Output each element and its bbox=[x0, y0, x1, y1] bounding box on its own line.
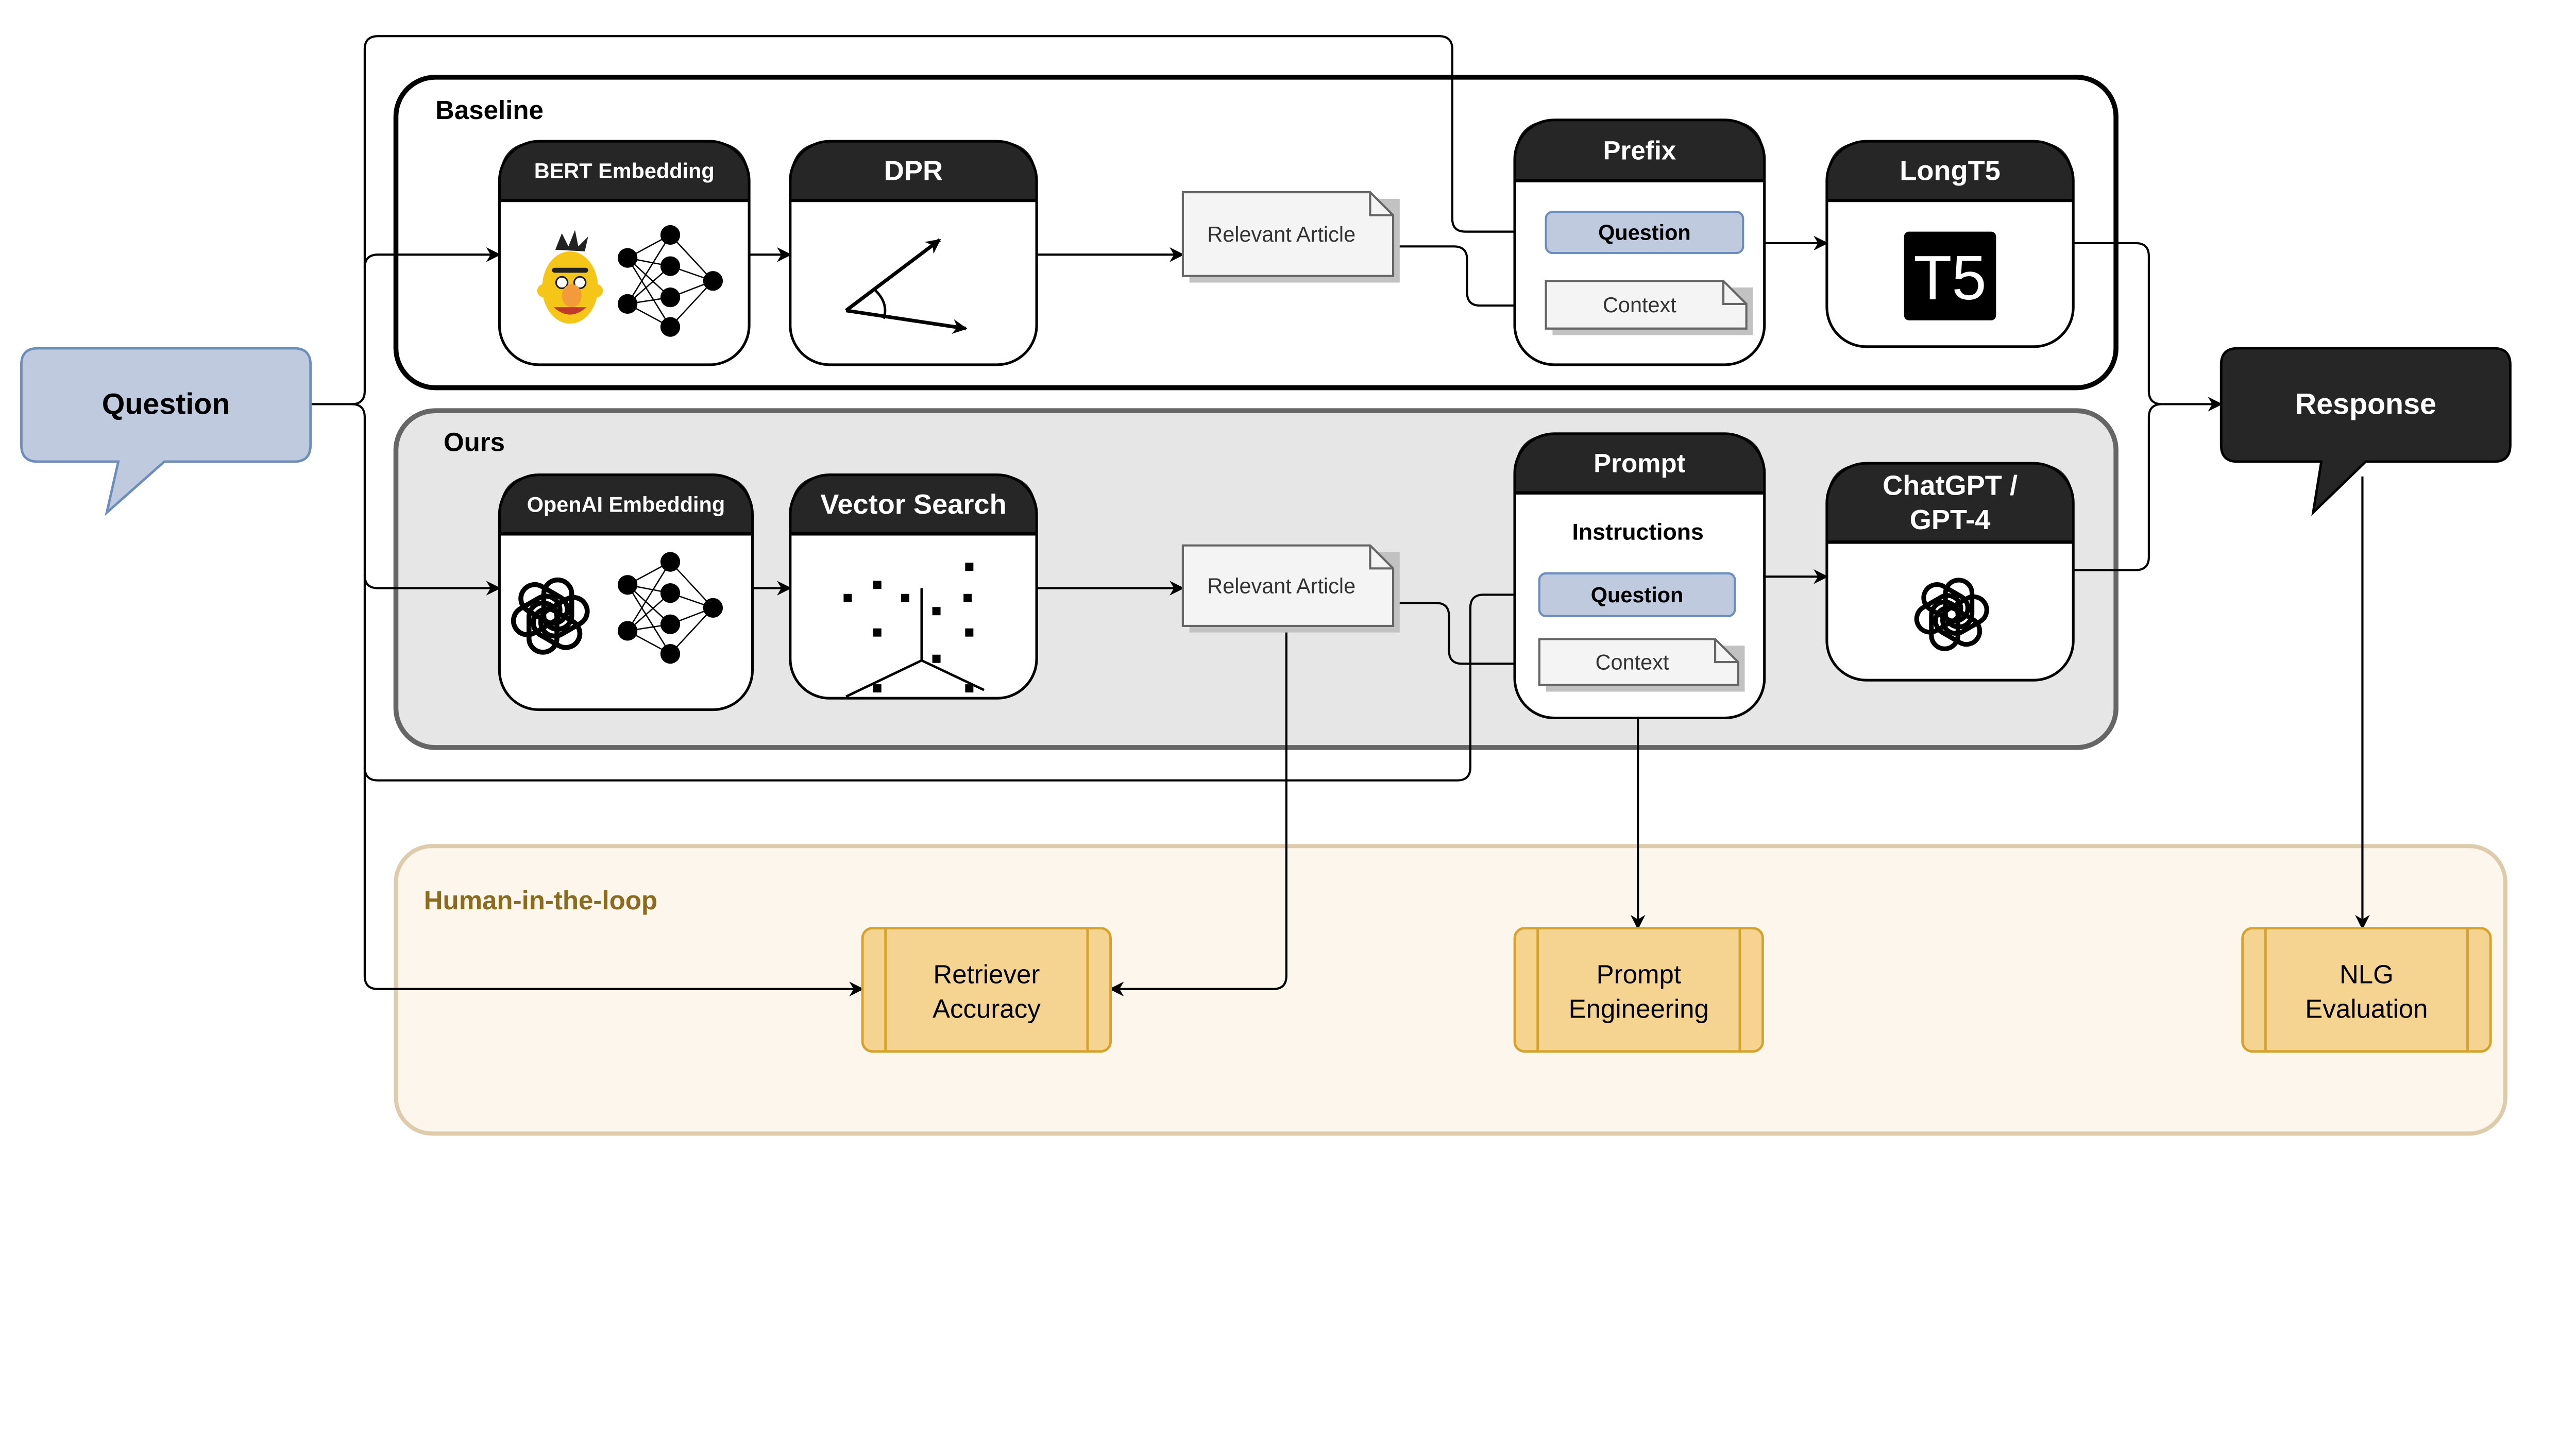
prefix-question-chip: Question bbox=[1545, 211, 1744, 255]
vector-search-box: Vector Search bbox=[789, 473, 1038, 700]
retriever-accuracy-box-label-line1: Retriever bbox=[933, 959, 1040, 989]
vector-search-header bbox=[790, 475, 1037, 534]
neural-network-icon bbox=[617, 552, 723, 664]
prefix-question-chip-label: Question bbox=[1598, 221, 1691, 245]
edge-chatgpt-to-response bbox=[2073, 403, 2162, 571]
question-bubble-label: Question bbox=[102, 387, 230, 420]
connectors bbox=[310, 35, 2370, 996]
vector-space-icon bbox=[843, 563, 985, 698]
prompt-context-doc-label: Context bbox=[1596, 650, 1669, 674]
longt5-title: LongT5 bbox=[1900, 156, 2001, 187]
edge-article-to-prefix-context bbox=[1393, 245, 1548, 313]
edge-question-to-retriever-accuracy bbox=[363, 767, 864, 996]
instructions-label: Instructions bbox=[1572, 520, 1704, 545]
edge-article-to-prompt-context bbox=[1393, 602, 1541, 671]
nlg-evaluation-box: NLG Evaluation bbox=[2241, 927, 2492, 1053]
edge-question-to-prefix-question bbox=[363, 35, 1548, 268]
prompt-title: Prompt bbox=[1594, 449, 1686, 478]
chatgpt-title: ChatGPT / bbox=[1883, 470, 2018, 501]
relevant-article-ours-label: Relevant Article bbox=[1207, 573, 1355, 598]
bert-embedding-header bbox=[499, 141, 750, 201]
chatgpt-title: GPT-4 bbox=[1910, 504, 1991, 535]
nlg-evaluation-box-label-line1: NLG bbox=[2340, 959, 2394, 989]
dpr-header bbox=[790, 141, 1037, 201]
openai-embedding-header bbox=[499, 475, 753, 534]
prefix-header bbox=[1515, 120, 1765, 181]
longt5-header bbox=[1826, 141, 2074, 201]
prompt-context-doc: Context bbox=[1538, 638, 1745, 692]
prompt-question-chip: Question bbox=[1538, 572, 1736, 617]
vector-search-title: Vector Search bbox=[820, 489, 1006, 520]
question-bubble: Question bbox=[20, 347, 312, 516]
relevant-article-ours: Relevant Article bbox=[1181, 544, 1400, 633]
edge-longt5-to-response bbox=[2073, 242, 2223, 412]
prompt-question-chip-label: Question bbox=[1591, 583, 1684, 607]
ours-label: Ours bbox=[444, 427, 505, 456]
prefix-context-doc-label: Context bbox=[1603, 293, 1676, 317]
rag-pipeline-diagram: Human-in-the-loop Baseline Ours Question… bbox=[20, 35, 2512, 1136]
openai-logo-icon bbox=[511, 577, 590, 655]
t5-logo-icon: T5 bbox=[1904, 231, 1996, 320]
edge-article-to-retriever-accuracy bbox=[1109, 625, 1287, 996]
prompt-engineering-box-label-line1: Prompt bbox=[1597, 959, 1681, 989]
chatgpt-logo-icon bbox=[1914, 578, 1989, 651]
retriever-accuracy-box-label-line2: Accuracy bbox=[933, 994, 1041, 1023]
baseline-label: Baseline bbox=[435, 95, 544, 125]
dpr-title: DPR bbox=[884, 156, 943, 187]
chatgpt-box: ChatGPT /GPT-4 bbox=[1825, 462, 2075, 682]
openai-embedding-title: OpenAI Embedding bbox=[527, 492, 725, 516]
prompt-header bbox=[1515, 433, 1765, 493]
prefix-title: Prefix bbox=[1603, 135, 1676, 165]
chatgpt-header bbox=[1826, 463, 2074, 543]
human-in-the-loop-label: Human-in-the-loop bbox=[424, 886, 657, 915]
edge-question-to-bert bbox=[310, 247, 501, 405]
vector-angle-icon bbox=[845, 238, 968, 334]
dpr-box: DPR bbox=[789, 140, 1038, 366]
response-bubble: Response bbox=[2219, 347, 2512, 516]
neural-network-icon bbox=[617, 225, 723, 337]
relevant-article-baseline-label: Relevant Article bbox=[1207, 222, 1355, 246]
prompt-engineering-box-label-line2: Engineering bbox=[1569, 994, 1709, 1023]
bert-face-icon bbox=[537, 230, 603, 324]
bert-embedding-title: BERT Embedding bbox=[534, 159, 715, 183]
edge-question-to-prompt-question bbox=[363, 575, 1541, 782]
prefix-context-doc: Context bbox=[1545, 280, 1753, 335]
t5-logo-text: T5 bbox=[1913, 243, 1986, 313]
nlg-evaluation-box-label-line2: Evaluation bbox=[2305, 994, 2428, 1023]
relevant-article-baseline: Relevant Article bbox=[1181, 191, 1400, 283]
response-bubble-label: Response bbox=[2295, 387, 2436, 420]
